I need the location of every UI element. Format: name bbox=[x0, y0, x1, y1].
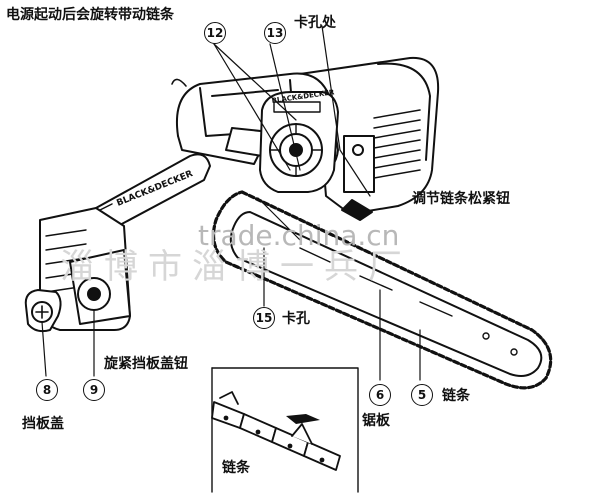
callout-5: 5 bbox=[411, 384, 433, 406]
leader-lines bbox=[41, 25, 421, 381]
label-inset-chain: 链条 bbox=[222, 460, 250, 476]
chain-inset bbox=[211, 367, 359, 493]
label-chain-5: 链条 bbox=[442, 388, 470, 404]
callout-12: 12 bbox=[204, 22, 226, 44]
label-notch-15: 卡孔 bbox=[282, 311, 310, 327]
saw-chain bbox=[212, 190, 553, 390]
watermark-company: 淄博市淄博一兵厂 bbox=[60, 247, 412, 287]
motor-housing bbox=[299, 56, 440, 221]
front-guard bbox=[39, 153, 211, 331]
label-top-title: 电源起动后会旋转带动链条 bbox=[6, 7, 174, 23]
callout-13: 13 bbox=[264, 22, 286, 44]
label-bar-6: 锯板 bbox=[362, 413, 390, 429]
label-adjust-knob: 调节链条松紧钮 bbox=[412, 191, 510, 207]
label-cover: 挡板盖 bbox=[22, 416, 64, 432]
callout-8: 8 bbox=[36, 379, 58, 401]
guide-bar bbox=[229, 211, 543, 377]
drive-unit bbox=[259, 91, 339, 193]
callout-6: 6 bbox=[369, 384, 391, 406]
label-cover-knob: 旋紧挡板盖钮 bbox=[104, 356, 188, 372]
callout-9: 9 bbox=[83, 379, 105, 401]
callout-15: 15 bbox=[253, 307, 275, 329]
label-notch-top: 卡孔处 bbox=[294, 15, 336, 31]
watermark-site: trade.china.cn bbox=[198, 219, 400, 252]
